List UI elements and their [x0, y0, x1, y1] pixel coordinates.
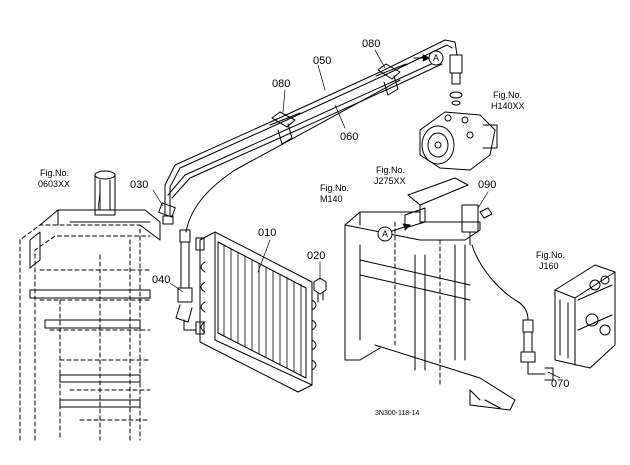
label-050: 050 — [313, 55, 331, 67]
fig-ref-h140-code: H140XX — [491, 101, 525, 111]
oil-cooler-fins — [223, 244, 302, 376]
oil-cooler-010 — [199, 231, 313, 393]
steering-valve-unit — [419, 54, 498, 171]
bolt-020 — [313, 277, 327, 303]
fig-ref-j275-label: Fig.No. — [376, 165, 405, 175]
labels: 010 020 030 040 050 060 070 080 080 090 … — [38, 38, 569, 417]
connector-030 — [158, 202, 176, 225]
fig-ref-0603-code: 0603XX — [38, 179, 70, 189]
label-080-right: 080 — [362, 38, 380, 50]
callout-a-bottom — [377, 223, 411, 242]
fig-ref-j275-code: J275XX — [374, 176, 406, 186]
support-bracket-dashes — [394, 221, 441, 386]
label-030: 030 — [130, 179, 148, 191]
label-060: 060 — [340, 131, 358, 143]
tractor-frame-left-solid — [29, 170, 161, 408]
hydraulic-hose-040 — [175, 229, 197, 331]
fig-ref-h140-label: Fig.No. — [493, 90, 522, 100]
callout-a-top — [413, 50, 444, 66]
drawing-code: 3N300-118-14 — [375, 410, 419, 417]
label-070: 070 — [551, 378, 569, 390]
leader-lines — [97, 49, 561, 379]
fig-ref-0603-label: Fig.No. — [40, 168, 69, 178]
hydraulic-pipes — [164, 39, 458, 233]
fig-ref-j160-code: J160 — [539, 261, 559, 271]
label-080-left: 080 — [272, 78, 290, 90]
pipe-clamp-a — [269, 111, 301, 145]
label-040: 040 — [152, 274, 170, 286]
label-090: 090 — [478, 179, 496, 191]
support-bracket-frame — [344, 177, 516, 411]
callout-a-top-letter: A — [433, 53, 439, 63]
pipe-clamp-b — [375, 63, 407, 96]
control-valve-block — [554, 264, 616, 369]
label-010: 010 — [258, 227, 276, 239]
label-020: 020 — [307, 250, 325, 262]
fig-ref-m140-label: Fig.No. — [320, 183, 349, 193]
callout-a-bottom-letter: A — [382, 229, 388, 239]
oil-cooler-tube-bends — [195, 237, 317, 371]
fig-ref-j160-label: Fig.No. — [536, 250, 565, 260]
fig-ref-m140-code: M140 — [320, 194, 343, 204]
return-hose-070 — [471, 244, 554, 381]
